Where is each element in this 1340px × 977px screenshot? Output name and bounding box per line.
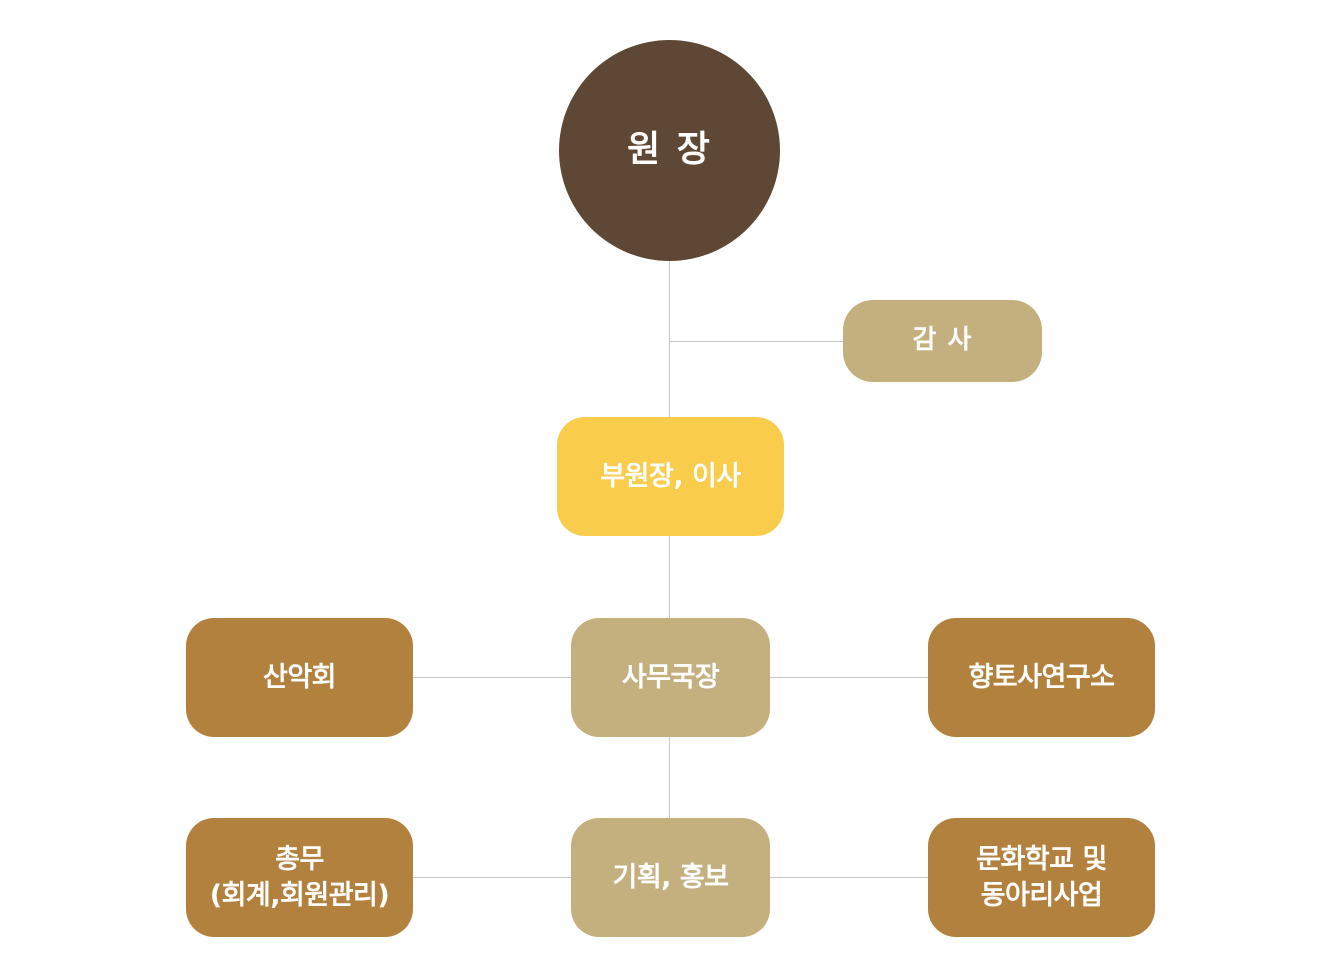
node-culture-school-line1: 문화학교 및 bbox=[976, 844, 1107, 876]
node-director-label: 원 장 bbox=[627, 129, 712, 171]
node-general-affairs-line2: (회계,회원관리) bbox=[209, 879, 390, 911]
node-secretary-general: 사무국장 bbox=[571, 618, 770, 737]
node-audit-label: 감 사 bbox=[912, 325, 973, 356]
node-general-affairs: 총무 (회계,회원관리) bbox=[186, 818, 413, 937]
connector-hiking bbox=[412, 677, 572, 678]
connector-secretary-planning bbox=[669, 736, 670, 819]
node-culture-school: 문화학교 및 동아리사업 bbox=[928, 818, 1155, 937]
connector-general bbox=[412, 877, 572, 878]
connector-audit bbox=[670, 341, 844, 342]
connector-culture bbox=[769, 877, 929, 878]
node-general-affairs-line1: 총무 bbox=[275, 844, 324, 876]
node-audit: 감 사 bbox=[843, 300, 1042, 382]
node-planning-label: 기획, 홍보 bbox=[612, 861, 729, 893]
node-culture-school-line2: 동아리사업 bbox=[980, 879, 1103, 911]
node-vice-director: 부원장, 이사 bbox=[557, 417, 784, 536]
node-hiking-club-label: 산악회 bbox=[262, 661, 337, 693]
connector-director-vice bbox=[669, 258, 670, 418]
connector-vice-secretary bbox=[669, 535, 670, 619]
node-local-history: 향토사연구소 bbox=[928, 618, 1155, 737]
node-local-history-label: 향토사연구소 bbox=[968, 661, 1115, 693]
node-secretary-general-label: 사무국장 bbox=[621, 661, 720, 693]
connector-history bbox=[769, 677, 929, 678]
node-director: 원 장 bbox=[559, 40, 780, 261]
node-planning: 기획, 홍보 bbox=[571, 818, 770, 937]
node-vice-director-label: 부원장, 이사 bbox=[600, 460, 741, 492]
node-hiking-club: 산악회 bbox=[186, 618, 413, 737]
